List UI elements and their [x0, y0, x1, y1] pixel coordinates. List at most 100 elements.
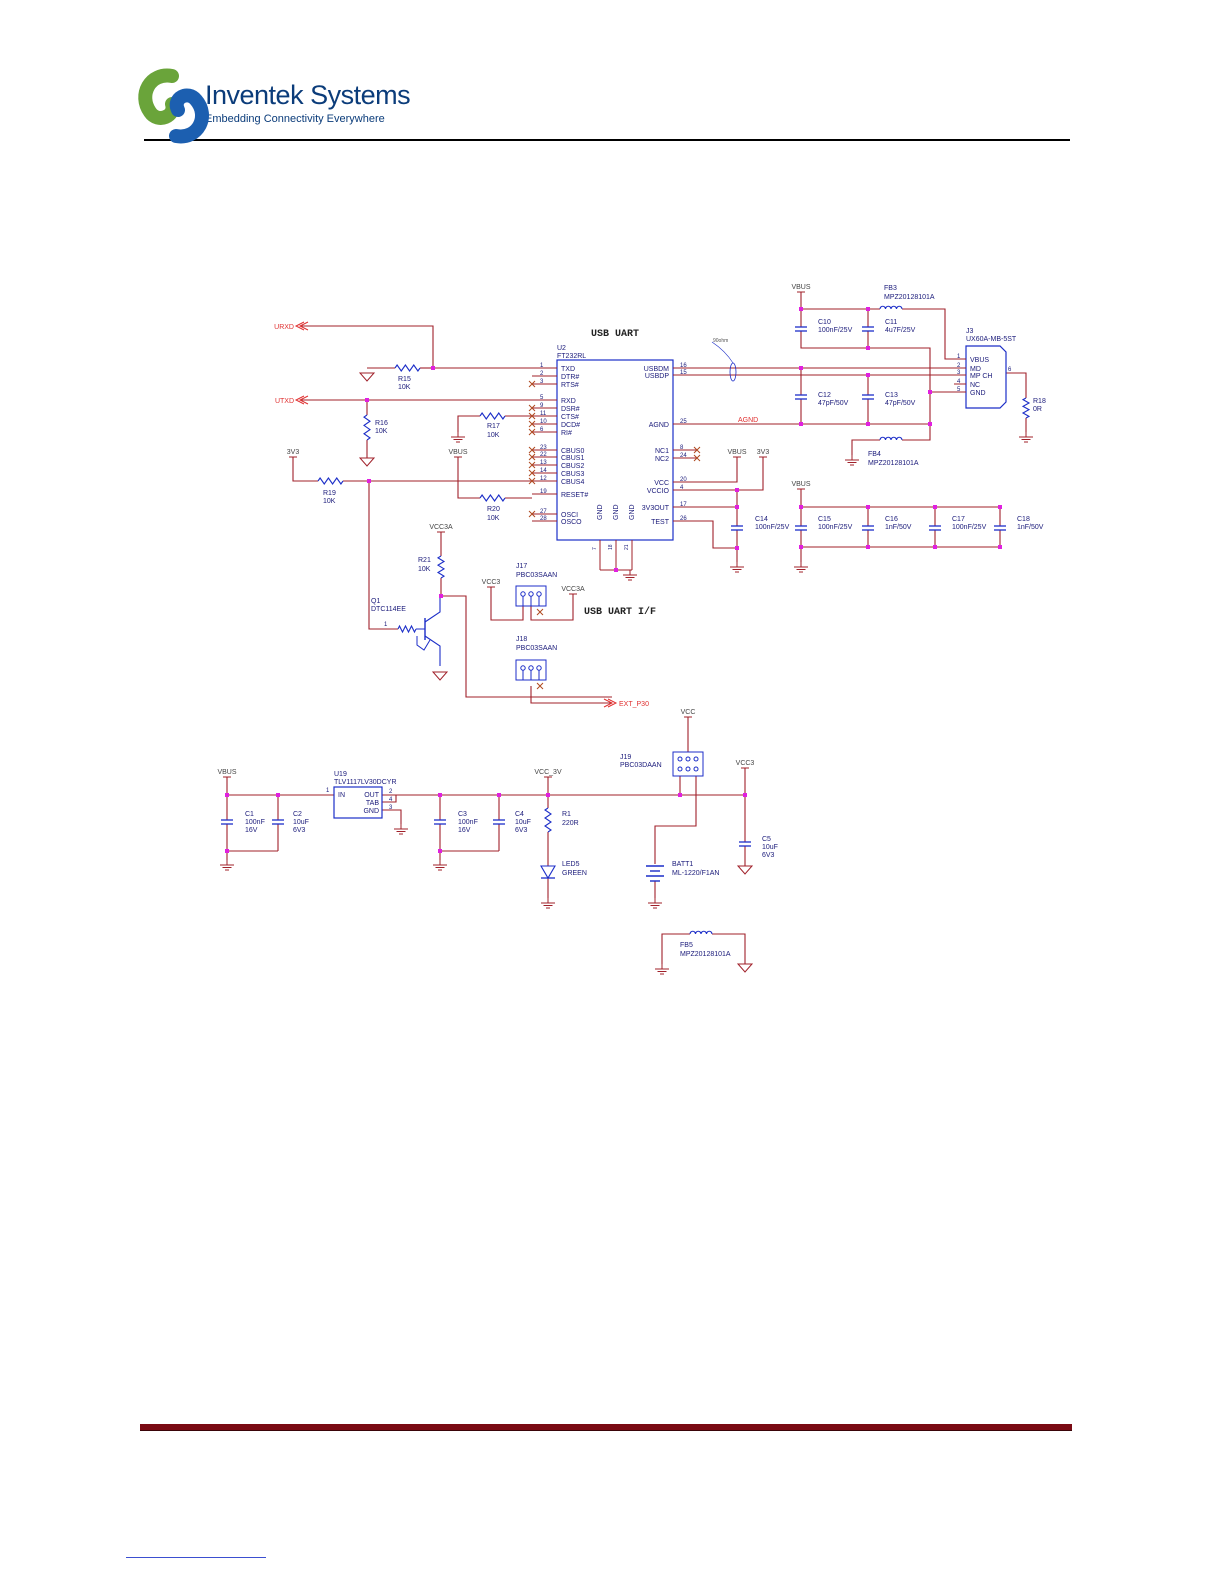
company-name: Inventek Systems	[205, 80, 411, 110]
c10-capacitor	[795, 326, 807, 332]
u2-pin-name: VCC	[654, 480, 669, 487]
no-connect-x	[528, 469, 536, 477]
u2-pin-name: 3V3OUT	[642, 505, 670, 512]
junction-dot	[928, 390, 932, 394]
no-connect-x	[528, 380, 536, 388]
u2-pin-number: 26	[680, 516, 687, 522]
junction-dot	[866, 307, 870, 311]
junction-dot	[546, 793, 550, 797]
c18-value: 1nF/50V	[1017, 524, 1044, 531]
power-net-label: VBUS	[791, 284, 810, 291]
c10-value: 100nF/25V	[818, 327, 853, 334]
c15-value: 100nF/25V	[818, 524, 853, 531]
j19-part: PBC03DAAN	[620, 762, 662, 769]
r20-resistor	[479, 494, 506, 502]
fb4-ferrite	[879, 436, 903, 441]
fb5-ferrite	[689, 930, 713, 935]
u2-gnd-pin-name: GND	[629, 504, 636, 520]
wire	[697, 457, 764, 491]
u2-pin-number: 5	[540, 395, 544, 401]
ground-triangle	[736, 865, 754, 875]
c14-value: 100nF/25V	[755, 524, 790, 531]
no-connect-x	[528, 412, 536, 420]
u2-pin-name: CBUS1	[561, 455, 584, 462]
wire	[441, 595, 612, 698]
j3-pin-number: 2	[957, 363, 961, 369]
wire	[902, 392, 931, 441]
led5-ref: LED5	[562, 861, 580, 868]
power-net-label: 3V3	[287, 449, 300, 456]
c17-value: 100nF/25V	[952, 524, 987, 531]
c5-rating: 6V3	[762, 852, 775, 859]
junction-dot	[225, 793, 229, 797]
junction-dot	[678, 793, 682, 797]
j19-pin	[693, 756, 699, 762]
power-net-label: VCC3	[482, 579, 501, 586]
u2-pin-name: USBDP	[645, 373, 669, 380]
u2-pin-number: 27	[540, 509, 547, 515]
u2-gnd-pin-number: 18	[608, 544, 614, 550]
no-connect-x	[536, 608, 544, 616]
fb3-ref: FB3	[884, 285, 897, 292]
junction-dot	[866, 422, 870, 426]
u2-pin-name: TXD	[561, 366, 575, 373]
u2-pin-name: OSCI	[561, 512, 578, 519]
c13-capacitor	[862, 394, 874, 400]
ground-symbol	[845, 455, 859, 466]
u2-pin-number: 1	[540, 363, 544, 369]
fb3-part: MPZ20128101A	[884, 294, 935, 301]
input-capacitor	[272, 819, 284, 825]
ground-symbol	[220, 860, 234, 871]
wire	[697, 457, 738, 483]
c3-rating: 16V	[458, 827, 471, 834]
j18-ref: J18	[516, 636, 527, 643]
no-connect-x	[528, 453, 536, 461]
net-flag-arrow	[603, 698, 618, 708]
ground-symbol	[394, 824, 408, 835]
j3-pin-name: MP CH	[970, 373, 992, 380]
wire	[697, 490, 738, 508]
wire-layer	[226, 292, 1027, 964]
wire	[654, 776, 697, 864]
r21-resistor	[436, 555, 446, 579]
u19-pin-number: 3	[389, 805, 393, 811]
component-layer	[220, 291, 1033, 975]
header-pin	[528, 591, 534, 597]
wire	[226, 777, 334, 796]
fb5-part: MPZ20128101A	[680, 951, 731, 958]
c12-value: 47pF/50V	[818, 400, 849, 407]
wire	[867, 331, 954, 393]
c1-value: 100nF	[245, 819, 265, 826]
r18-value: 0R	[1033, 406, 1042, 413]
no-connect-x	[693, 454, 701, 462]
ground-symbol	[623, 570, 637, 581]
r19-value: 10K	[323, 498, 336, 505]
u2-pin-number: 9	[540, 403, 544, 409]
no-connect-x	[528, 477, 536, 485]
j17-header	[515, 585, 547, 607]
u2-pin-number: 13	[540, 460, 547, 466]
r1-resistor	[544, 807, 552, 833]
ground-symbol	[794, 562, 808, 573]
u2-gnd-pin-name: GND	[613, 504, 620, 520]
wire	[712, 933, 746, 964]
fb5-ref: FB5	[680, 942, 693, 949]
ground-symbol	[433, 860, 447, 871]
power-net-label: VCC3	[736, 760, 755, 767]
u19-pin-number: 4	[389, 797, 393, 803]
decoupling-capacitor	[862, 525, 874, 531]
u2-pin-name: OSCO	[561, 519, 582, 526]
junction-dot	[735, 546, 739, 550]
u2-pin-number: 20	[680, 477, 687, 483]
u19-regulator-body	[333, 786, 383, 819]
u2-pin-number: 15	[680, 370, 687, 376]
company-tagline: Embedding Connectivity Everywhere	[205, 113, 385, 125]
j3-pin-name: NC	[970, 382, 980, 389]
net-flag	[294, 395, 309, 405]
u19-pin-name: GND	[363, 808, 379, 815]
junction-dot	[735, 488, 739, 492]
c1-ref: C1	[245, 811, 254, 818]
u2-pin-number: 10	[540, 419, 547, 425]
u2-pin-number: 11	[540, 411, 547, 417]
